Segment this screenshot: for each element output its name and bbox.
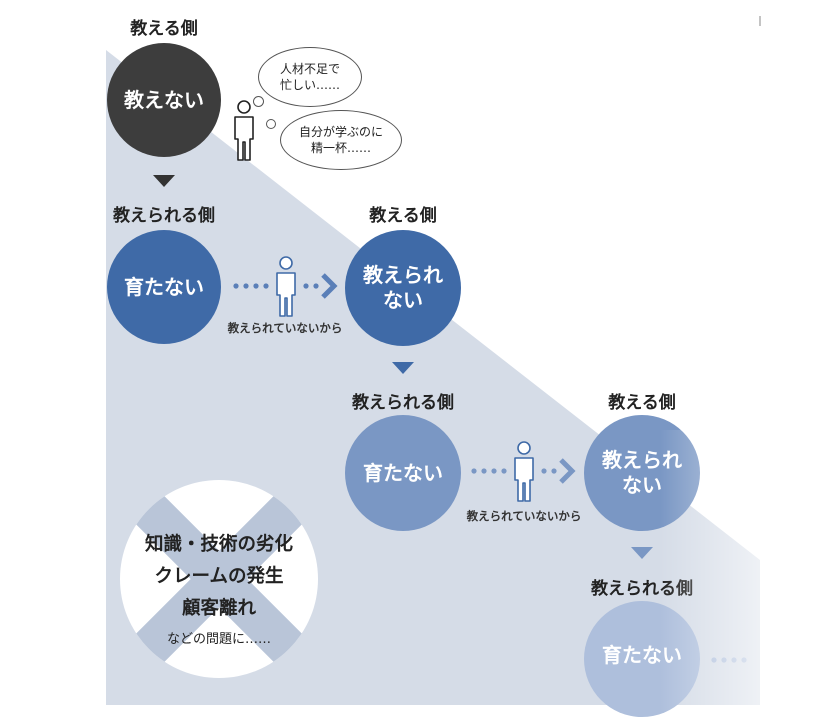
stage3-right-label: 教える側 [608,393,676,413]
stage3-left-circle: 育たない [345,415,461,531]
stage3-left-label: 教えられる側 [352,393,454,413]
thought-bubble-1: 人材不足で 忙しい…… [258,47,362,107]
problem-3: 顧客離れ [181,598,256,619]
stage2-right-label: 教える側 [369,206,437,226]
stage2-connector [233,256,338,317]
thought-1-line-1: 人材不足で [279,61,340,76]
stage1-circle: 教えない [107,43,221,157]
triangle-down-icon [153,175,175,187]
stage3-left-circle-text: 育たない [363,460,443,485]
stage2-right-circle: 教えられ ない [345,230,461,346]
stage2-left-label: 教えられる側 [113,206,215,226]
stage1-circle-text: 教えない [124,87,204,112]
chevron-right-icon [321,273,338,299]
triangle-down-icon [392,362,414,374]
person-icon [234,100,254,161]
problem-1: 知識・技術の劣化 [144,534,293,555]
stage3-caption: 教えられていないから [466,509,582,523]
problems-note: などの問題に…… [166,632,271,647]
person-icon [276,256,296,317]
thought-dot-1 [253,96,264,107]
fade-overlay [660,430,840,711]
stage3-right-circle-line-2: ない [622,473,662,497]
stage2-right-circle-line-1: 教えられ [363,263,443,287]
stage2-right-circle-line-2: ない [383,288,423,312]
triangle-down-icon [631,547,653,559]
thought-1-line-2: 忙しい…… [279,78,340,92]
thought-2-line-2: 精一杯…… [310,141,371,155]
stage3-connector [471,441,576,502]
thought-2-line-1: 自分が学ぶのに [298,124,383,139]
thought-dot-2 [266,119,276,129]
stage2-caption: 教えられていないから [227,321,343,335]
thought-bubble-2: 自分が学ぶのに 精一杯…… [280,110,402,170]
stage2-left-circle-text: 育たない [124,274,204,299]
problem-2: クレームの発生 [154,566,284,587]
person-icon [514,441,534,502]
stage1-label: 教える側 [130,19,198,39]
x-mark-icon [127,487,311,671]
problems-circle: 知識・技術の劣化 クレームの発生 顧客離れ などの問題に…… [120,480,318,678]
chevron-right-icon [559,458,576,484]
stage2-left-circle: 育たない [107,230,221,344]
